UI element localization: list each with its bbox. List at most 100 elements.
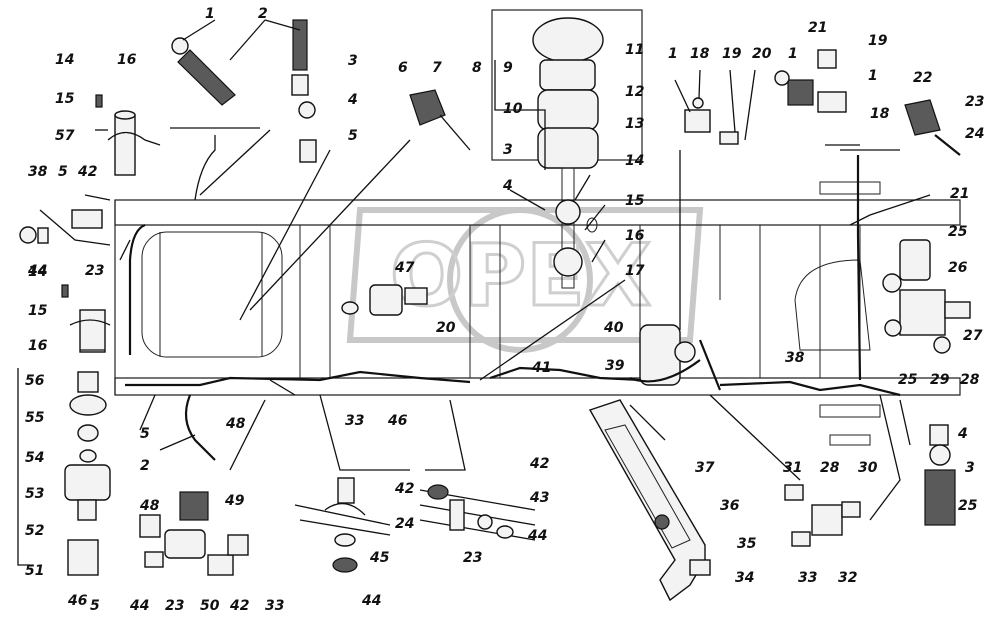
callout-48-b: 48 [139,498,160,514]
callout-46-b: 46 [387,413,408,429]
callout-33-b: 33 [345,413,364,429]
bracket-detail [419,484,536,541]
callout-19-b: 19 [868,33,888,49]
callout-25-a: 25 [948,224,968,240]
callout-18-a: 18 [690,46,710,62]
left-fitting-stack [17,368,111,576]
leader-lines [84,19,931,521]
callout-35: 35 [737,536,757,552]
callout-23-d: 23 [463,550,482,566]
callout-38-a: 38 [28,164,48,180]
callout-labels: 1 2 3 4 5 6 7 8 9 10 11 12 13 3 4 14 15 … [25,6,984,614]
callout-55: 55 [25,410,45,426]
callout-53: 53 [25,486,44,502]
callout-42-b: 42 [229,598,249,614]
callout-23-c: 23 [165,598,184,614]
watermark-text: OPEX [390,226,651,326]
callout-5-a: 5 [348,128,358,144]
callout-30: 30 [858,460,878,476]
callout-36: 36 [720,498,740,514]
callout-41: 41 [531,360,551,376]
bottom-right-fittings [784,424,956,547]
callout-13: 13 [625,116,644,132]
fitting-47 [341,284,428,316]
brake-hose-top [170,19,317,201]
callout-44-c: 44 [361,593,381,609]
callout-21-b: 21 [950,186,969,202]
callout-23-a: 23 [965,94,984,110]
callout-28-b: 28 [820,460,840,476]
callout-24-b: 24 [395,516,414,532]
callout-26: 26 [948,260,968,276]
callout-52: 52 [25,523,44,539]
callout-3-c: 3 [965,460,975,476]
callout-47: 47 [394,260,415,276]
callout-44-d: 44 [527,528,547,544]
callout-33-c: 33 [798,570,817,586]
callout-42-a: 42 [77,164,97,180]
callout-44-b: 44 [129,598,149,614]
callout-11: 11 [625,42,644,58]
callout-1-b: 1 [668,46,678,62]
callout-28-a: 28 [960,372,980,388]
callout-49: 49 [224,493,245,509]
callout-38-b: 38 [785,350,805,366]
callout-54: 54 [25,450,44,466]
callout-14-a: 14 [625,153,644,169]
callout-45: 45 [369,550,390,566]
callout-2-b: 2 [140,458,150,474]
callout-4-c: 4 [957,426,968,442]
callout-51: 51 [25,563,44,579]
air-tank-stack [491,9,643,289]
central-valve [629,324,701,386]
callout-2-a: 2 [258,6,268,22]
callout-7: 7 [432,60,442,76]
callout-20-a: 20 [752,46,772,62]
callout-17: 17 [625,263,645,279]
callout-3-b: 3 [503,142,513,158]
callout-20-b: 20 [436,320,456,336]
callout-16-a: 16 [625,228,645,244]
callout-15-c: 15 [28,303,48,319]
elbow-fitting [409,89,471,151]
callout-15-b: 15 [55,91,75,107]
callout-24-a: 24 [965,126,984,142]
callout-44-a: 44 [27,263,47,279]
callout-14-b: 14 [55,52,74,68]
callout-15-a: 15 [625,193,645,209]
callout-39: 39 [605,358,625,374]
callout-29: 29 [930,372,950,388]
callout-34: 34 [735,570,754,586]
callout-25-c: 25 [958,498,978,514]
watermark-logo: OPEX [346,207,704,353]
left-hardware [19,94,161,353]
brake-pipes [125,155,901,461]
callout-16-c: 16 [28,338,48,354]
callout-1-a: 1 [205,6,215,22]
callout-48-a: 48 [225,416,246,432]
callout-31: 31 [783,460,802,476]
callout-21-a: 21 [808,20,827,36]
callout-37: 37 [695,460,715,476]
bottom-left-tee [139,491,249,576]
callout-9: 9 [503,60,513,76]
callout-16-b: 16 [117,52,137,68]
callout-1-d: 1 [868,68,878,84]
callout-32: 32 [838,570,857,586]
mounting-bracket [588,399,711,602]
callout-18-b: 18 [870,106,890,122]
callout-33-a: 33 [265,598,284,614]
tee-fitting-top [674,69,756,145]
callout-5-c: 5 [140,426,150,442]
callout-25-b: 25 [898,372,918,388]
callout-57: 57 [55,128,75,144]
callout-4-a: 4 [347,92,358,108]
callout-19-a: 19 [722,46,742,62]
callout-50: 50 [200,598,220,614]
callout-23-b: 23 [85,263,104,279]
callout-8: 8 [472,60,482,76]
callout-12: 12 [625,84,644,100]
callout-1-c: 1 [788,46,798,62]
valve-block-right [882,239,971,354]
